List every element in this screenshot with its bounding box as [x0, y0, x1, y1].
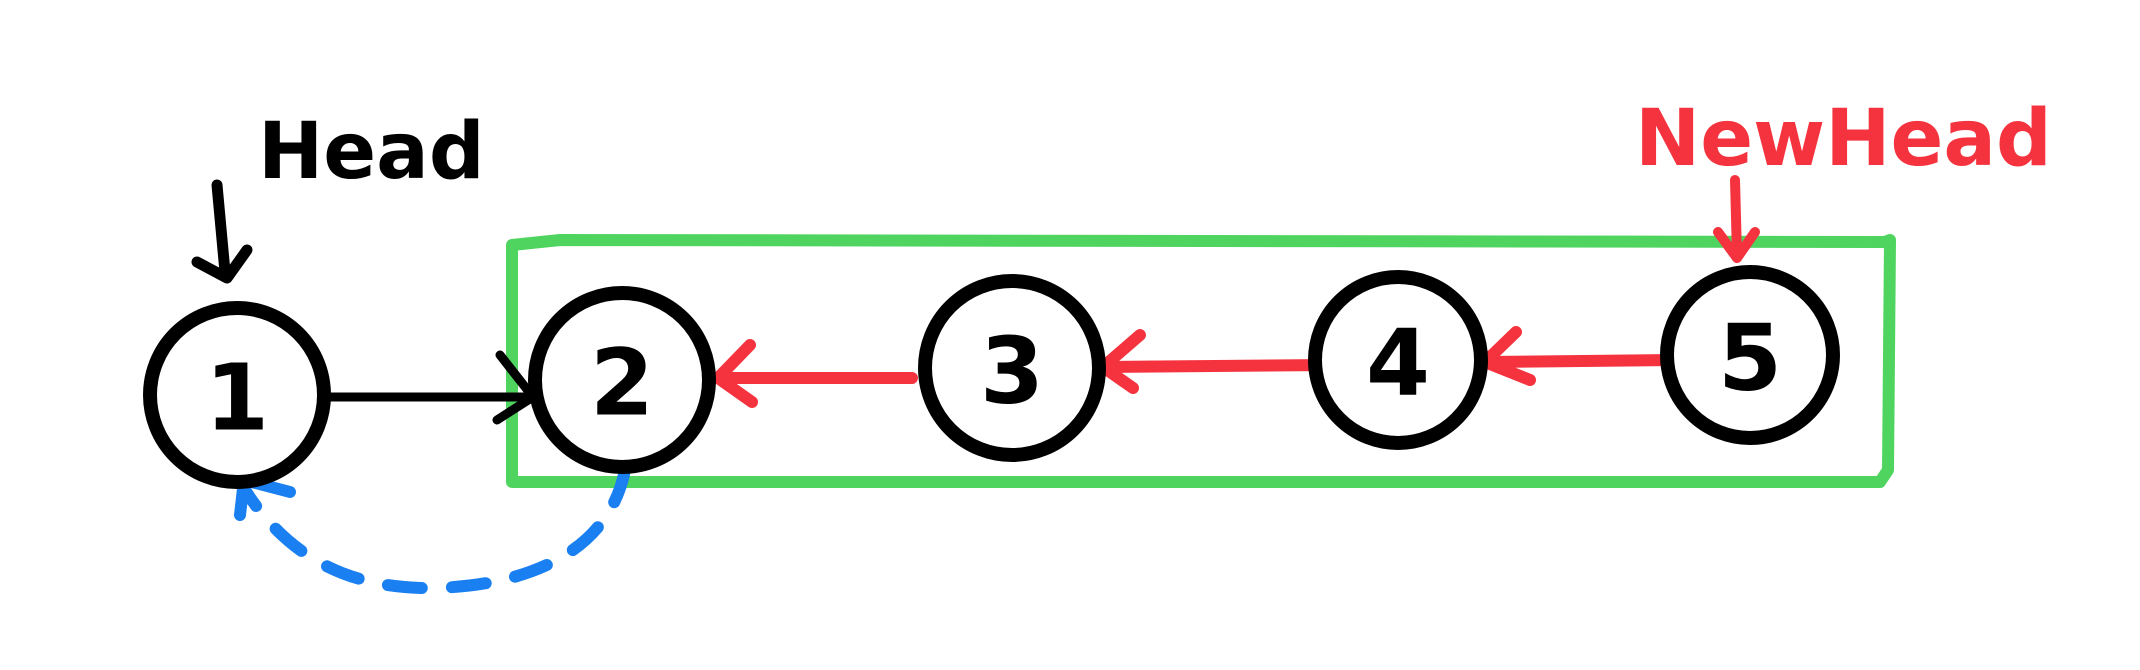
- node-label: 3: [980, 318, 1044, 425]
- list-node-4: 4: [1308, 270, 1488, 450]
- reversed-arrow-3-to-2: [712, 339, 918, 408]
- node-label: 5: [1718, 305, 1782, 412]
- head-label: Head: [258, 107, 485, 197]
- reversed-sublist-box: [506, 234, 1896, 488]
- list-node-5: 5: [1660, 265, 1840, 445]
- list-node-2: 2: [528, 286, 716, 474]
- reversed-arrow-5-to-4: [1479, 326, 1681, 386]
- list-node-3: 3: [918, 274, 1106, 462]
- node-label: 2: [590, 330, 654, 437]
- new-head-label: NewHead: [1635, 94, 2052, 184]
- node-label: 4: [1366, 310, 1430, 417]
- list-node-1: 1: [143, 301, 331, 489]
- dashed-arrow-2-to-1: [234, 464, 631, 595]
- reversed-arrow-4-to-3: [1097, 329, 1336, 394]
- next-arrow-1-to-2: [325, 350, 538, 425]
- head-pointer-arrow: [191, 179, 253, 284]
- node-label: 1: [205, 345, 269, 452]
- new-head-pointer-arrow: [1713, 175, 1760, 263]
